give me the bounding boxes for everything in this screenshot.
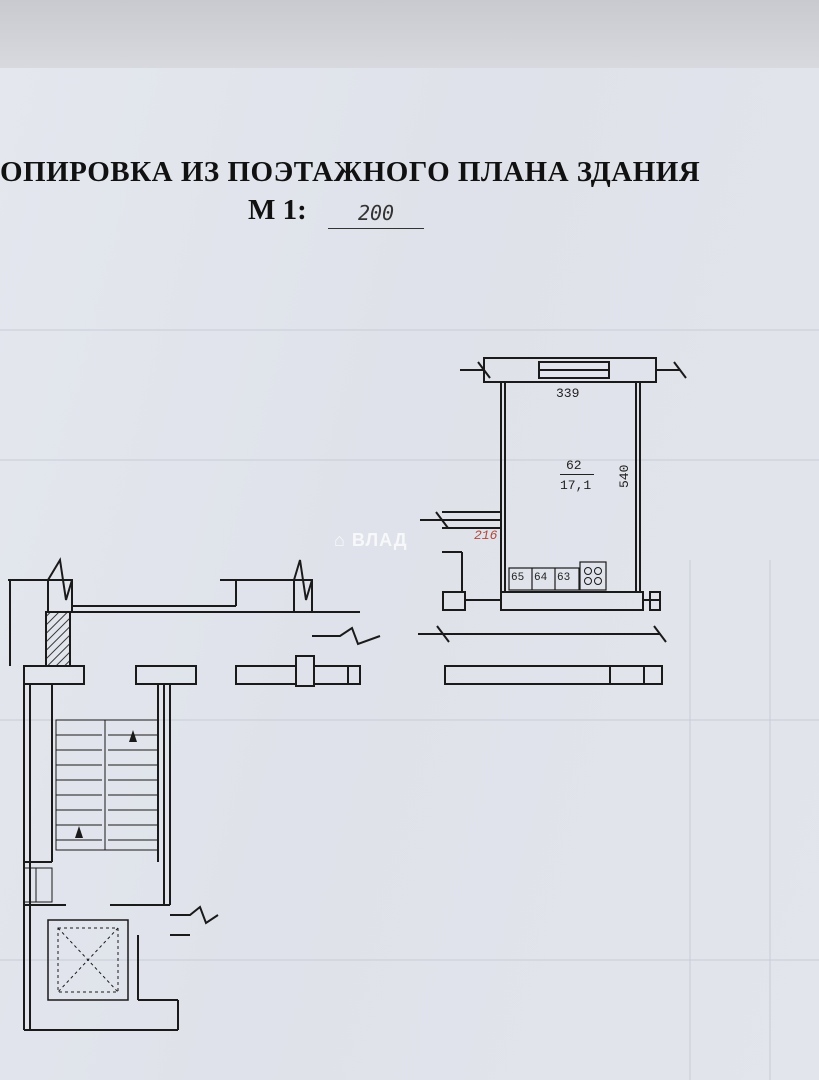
fixture-63: 63 — [557, 572, 571, 584]
scale-row: М 1: 200 — [248, 194, 424, 229]
dim-length: 540 — [617, 464, 632, 488]
elevator-shaft — [47, 919, 129, 1001]
stove — [579, 561, 607, 591]
stair-arrows — [75, 730, 137, 838]
scale-value: 200 — [328, 202, 424, 229]
dim-width: 339 — [556, 386, 580, 401]
apartment-plan — [418, 357, 687, 685]
room-number: 62 — [566, 458, 582, 473]
house-icon: ⌂ — [334, 530, 346, 550]
paper-sheet — [0, 68, 819, 1080]
document-title: ОПИРОВКА ИЗ ПОЭТАЖНОГО ПЛАНА ЗДАНИЯ — [0, 156, 701, 188]
bottom-wall — [500, 591, 644, 611]
room-fraction-line — [560, 474, 594, 475]
side-dimension: 216 — [474, 528, 498, 543]
watermark: ⌂ ВЛАД — [334, 530, 408, 551]
scale-label: М 1: — [248, 194, 307, 226]
watermark-text: ВЛАД — [351, 530, 408, 550]
stairwell-plan — [8, 557, 381, 1031]
form-gridlines — [0, 329, 819, 1080]
room-area: 17,1 — [560, 478, 592, 493]
fixture-65: 65 — [511, 572, 525, 584]
fixture-64: 64 — [534, 572, 548, 584]
